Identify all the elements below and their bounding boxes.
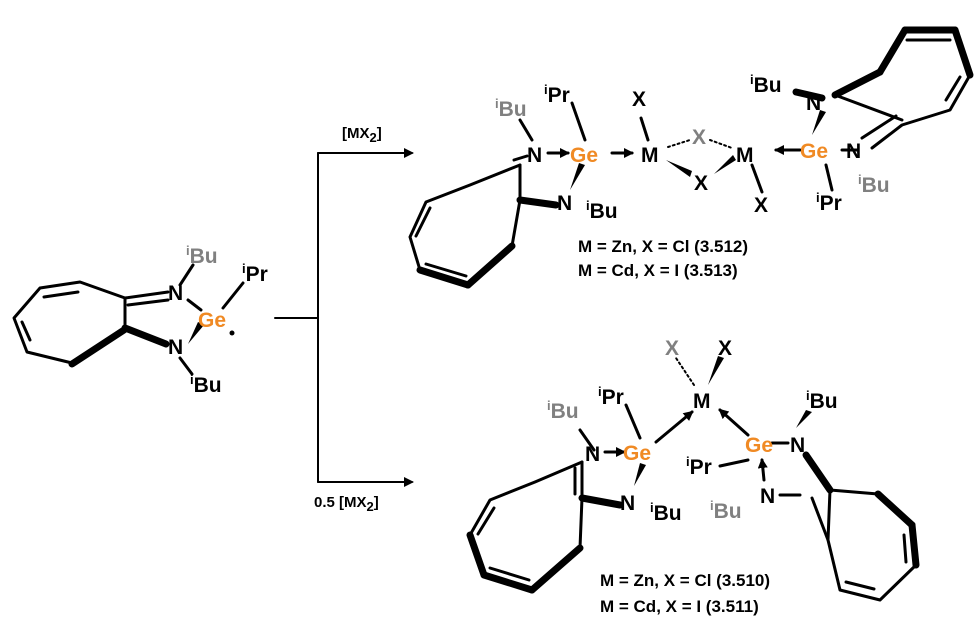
n-atom: N bbox=[806, 92, 821, 115]
ibu-substituent: iBu bbox=[186, 243, 218, 268]
n-atom: N bbox=[846, 140, 861, 163]
ibu-substituent: iBu bbox=[806, 388, 838, 413]
starting-germylene: N N Ge iBu iBu iPr bbox=[12, 243, 268, 397]
x-ligand: X bbox=[718, 337, 732, 360]
ipr-substituent: iPr bbox=[544, 82, 570, 107]
metal-atom: M bbox=[641, 144, 659, 167]
x-bridge-back: X bbox=[692, 126, 706, 149]
ibu-substituent: iBu bbox=[495, 96, 527, 121]
ge-atom: Ge bbox=[745, 434, 773, 457]
ibu-substituent: iBu bbox=[547, 398, 579, 423]
reagent-label-bottom: 0.5 [MX2] bbox=[314, 494, 379, 514]
ibu-substituent: iBu bbox=[710, 498, 742, 523]
ibu-substituent: iBu bbox=[586, 198, 618, 223]
x-ligand-back: X bbox=[665, 337, 679, 360]
n-atom: N bbox=[620, 492, 635, 515]
product-caption: M = Cd, X = I (3.511) bbox=[600, 597, 759, 616]
ibu-substituent: iBu bbox=[190, 372, 222, 397]
reagent-label-top: [MX2] bbox=[342, 125, 382, 145]
ipr-substituent: iPr bbox=[598, 384, 624, 409]
ge-atom: Ge bbox=[570, 144, 598, 167]
product-caption: M = Zn, X = Cl (3.510) bbox=[600, 571, 770, 590]
product-caption: M = Zn, X = Cl (3.512) bbox=[578, 237, 748, 256]
metal-atom: M bbox=[736, 144, 754, 167]
ipr-substituent: iPr bbox=[816, 190, 842, 215]
product-caption: M = Cd, X = I (3.513) bbox=[578, 261, 738, 280]
ge-atom: Ge bbox=[623, 442, 651, 465]
x-ligand: X bbox=[632, 88, 646, 111]
n-atom: N bbox=[168, 336, 183, 359]
n-atom: N bbox=[790, 434, 805, 457]
x-ligand: X bbox=[754, 194, 768, 217]
bottom-product bbox=[466, 356, 920, 602]
x-bridge-front: X bbox=[694, 172, 708, 195]
ge-atom: Ge bbox=[198, 309, 226, 332]
n-atom: N bbox=[557, 192, 572, 215]
lone-pair-dot bbox=[229, 330, 235, 336]
reaction-arrows bbox=[274, 148, 414, 487]
n-atom: N bbox=[168, 282, 183, 305]
metal-atom: M bbox=[693, 390, 711, 413]
ipr-substituent: iPr bbox=[686, 454, 712, 479]
n-atom: N bbox=[760, 485, 775, 508]
ibu-substituent: iBu bbox=[650, 500, 682, 525]
ibu-substituent: iBu bbox=[858, 172, 890, 197]
tropolone-ring-bonds bbox=[12, 263, 245, 376]
ipr-substituent: iPr bbox=[242, 261, 268, 286]
n-atom: N bbox=[527, 144, 542, 167]
ibu-substituent: iBu bbox=[750, 72, 782, 97]
top-product bbox=[408, 26, 974, 289]
ge-atom: Ge bbox=[800, 140, 828, 163]
n-atom: N bbox=[585, 443, 600, 466]
